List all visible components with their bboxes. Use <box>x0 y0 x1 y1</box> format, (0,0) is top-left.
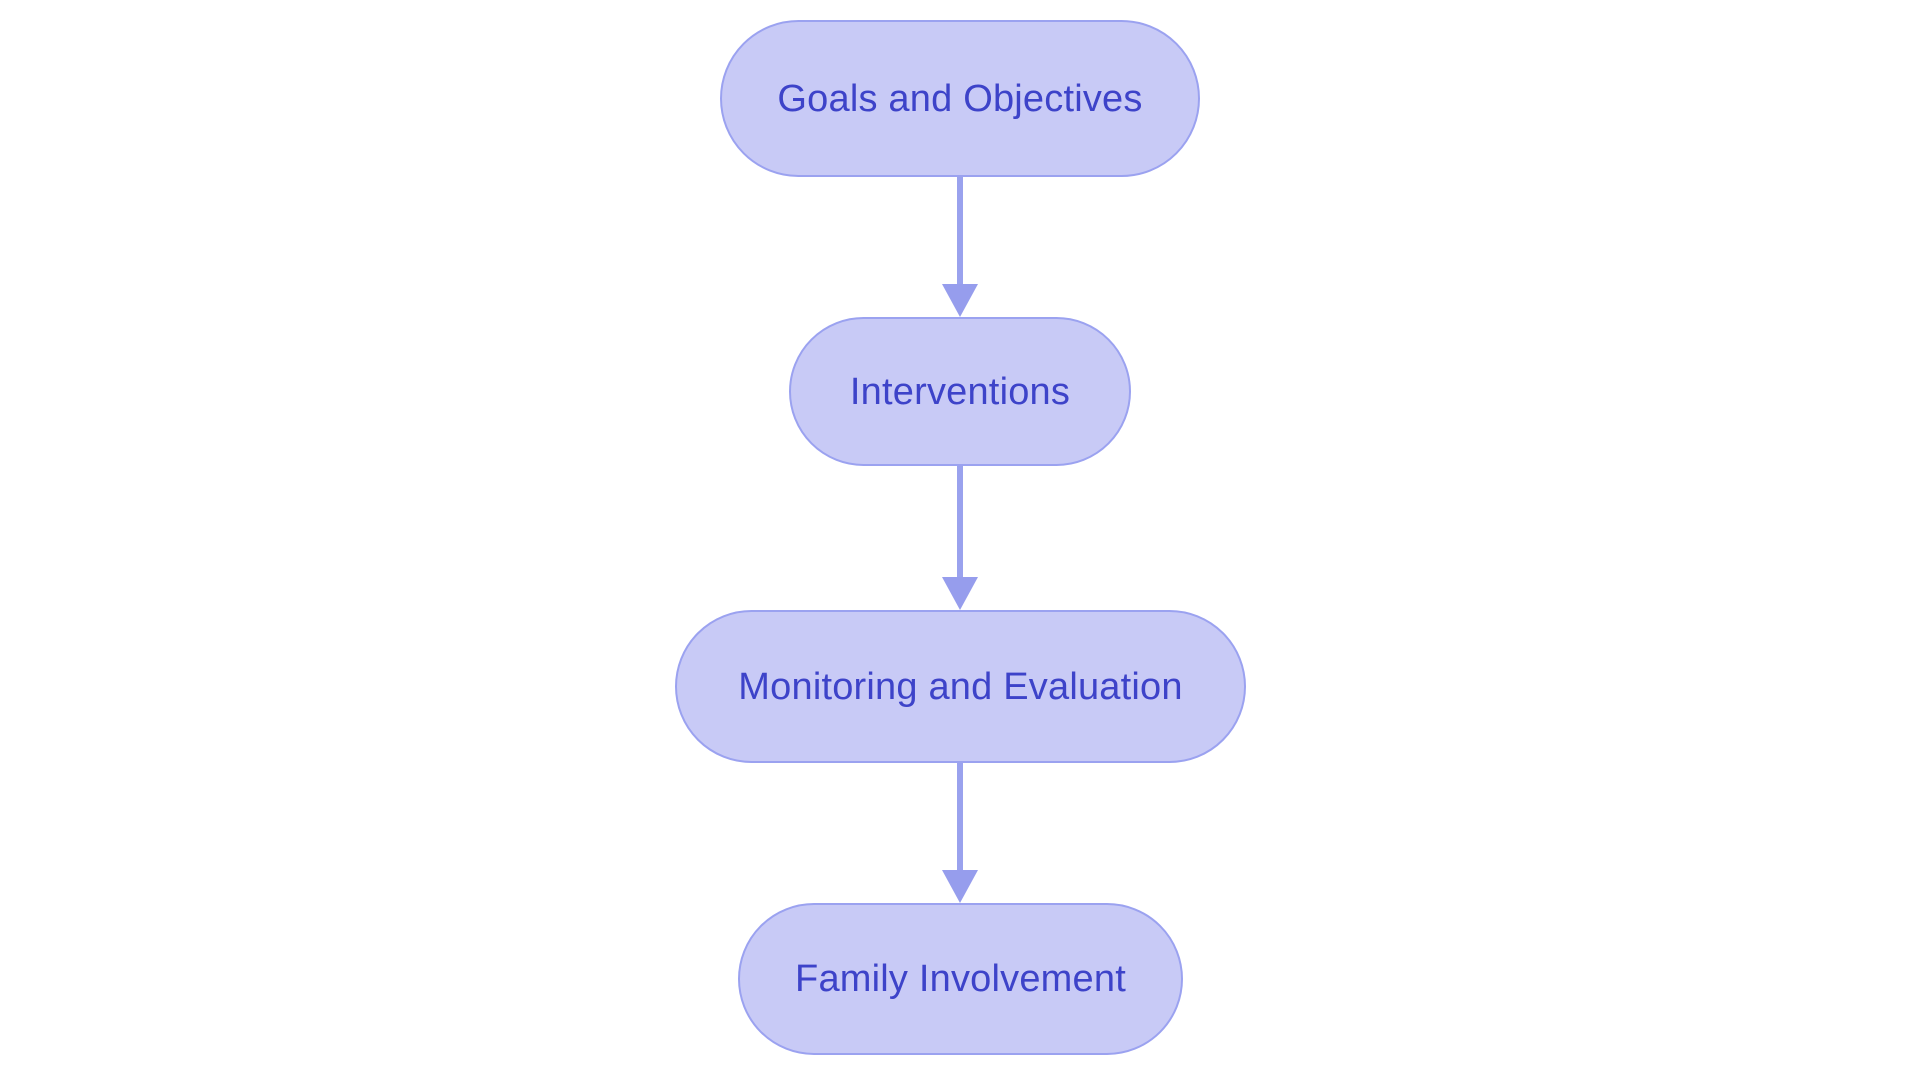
node-label: Family Involvement <box>795 958 1126 1000</box>
node-monitoring-and-evaluation[interactable]: Monitoring and Evaluation <box>675 610 1246 763</box>
node-label: Goals and Objectives <box>777 77 1143 120</box>
arrow-down-icon <box>941 870 978 903</box>
arrow-down-icon <box>941 577 978 610</box>
connector-arrow-monitoring-to-family <box>941 763 978 903</box>
node-interventions[interactable]: Interventions <box>789 317 1131 466</box>
node-family-involvement[interactable]: Family Involvement <box>738 903 1183 1055</box>
node-label: Monitoring and Evaluation <box>738 665 1183 708</box>
arrow-line <box>956 763 963 873</box>
node-goals-and-objectives[interactable]: Goals and Objectives <box>720 20 1200 177</box>
node-label: Interventions <box>849 370 1071 413</box>
arrow-down-icon <box>941 284 978 317</box>
connector-arrow-goals-to-interventions <box>941 177 978 317</box>
arrow-line <box>956 466 963 580</box>
connector-arrow-interventions-to-monitoring <box>941 466 978 610</box>
arrow-line <box>956 177 963 287</box>
